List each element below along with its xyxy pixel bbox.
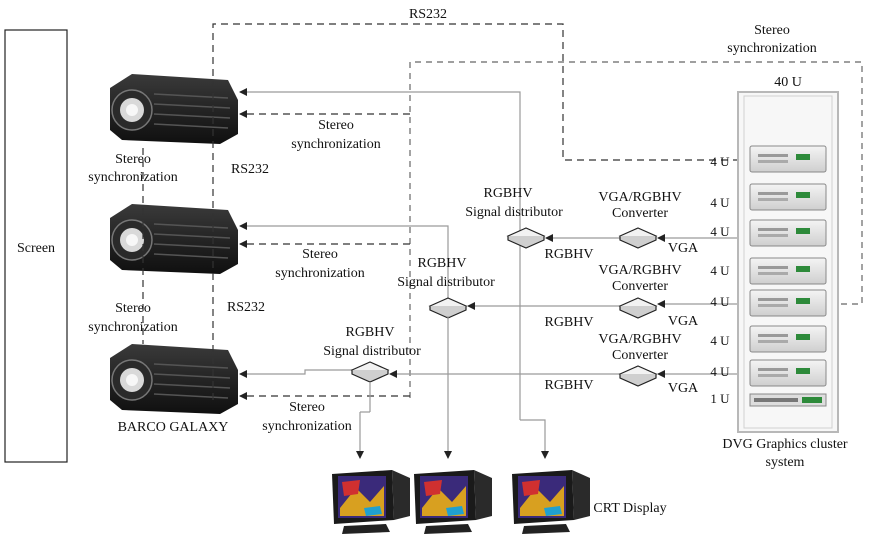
- stereo-right-1-b: synchronization: [291, 137, 380, 152]
- server-1: [749, 145, 827, 173]
- rs232-mid-2: RS232: [227, 300, 265, 315]
- proj-stereo-2-b: synchronization: [88, 320, 177, 335]
- rgbhv-distributor-1: [507, 227, 545, 249]
- distributor-1-b: Signal distributor: [465, 205, 563, 220]
- server-5: [749, 289, 827, 317]
- vga-label-3: VGA: [668, 381, 699, 396]
- server-3: [749, 219, 827, 247]
- server-7: [749, 359, 827, 387]
- rs232-top-label: RS232: [409, 7, 447, 22]
- rack-unit-8: 1 U: [710, 391, 730, 406]
- server-4: [749, 257, 827, 285]
- converter-2-b: Converter: [612, 279, 668, 294]
- distributor-2-b: Signal distributor: [397, 275, 495, 290]
- rack-unit-2: 4 U: [710, 195, 730, 210]
- distributor-2-a: RGBHV: [417, 256, 466, 271]
- crt-monitor-1: [332, 470, 410, 534]
- rack-unit-5: 4 U: [710, 294, 730, 309]
- vga-label-2: VGA: [668, 314, 699, 329]
- rack-caption-2: system: [766, 455, 805, 470]
- converter-1-a: VGA/RGBHV: [598, 190, 681, 205]
- converter-3-b: Converter: [612, 348, 668, 363]
- proj-stereo-1-b: synchronization: [88, 170, 177, 185]
- projector-3: [109, 343, 239, 415]
- converter-1-b: Converter: [612, 206, 668, 221]
- rgb-line-1: [239, 88, 521, 420]
- screen-label: Screen: [17, 241, 55, 256]
- crt-monitor-2: [414, 470, 492, 534]
- screen-panel: [4, 29, 68, 463]
- rgbhv-label-3: RGBHV: [544, 378, 593, 393]
- projector-2: [109, 203, 239, 275]
- projector-1: [109, 73, 239, 145]
- converter-3: [619, 365, 657, 387]
- distributor-3-b: Signal distributor: [323, 344, 421, 359]
- distributor-1-a: RGBHV: [483, 186, 532, 201]
- rs232-line: [212, 23, 742, 400]
- server-6: [749, 325, 827, 353]
- proj-stereo-1-a: Stereo: [115, 152, 151, 167]
- rgbhv-distributor-3: [351, 361, 389, 383]
- crt-monitor-3: [512, 470, 590, 534]
- rack-top-label: 40 U: [774, 75, 802, 90]
- distributor-3-a: RGBHV: [345, 325, 394, 340]
- rgb-line-3: [239, 369, 370, 378]
- converter-1: [619, 227, 657, 249]
- rs232-mid-1: RS232: [231, 162, 269, 177]
- stereo-right-2-b: synchronization: [275, 266, 364, 281]
- rack-unit-6: 4 U: [710, 333, 730, 348]
- rack-unit-4: 4 U: [710, 263, 730, 278]
- rack-unit-3: 4 U: [710, 224, 730, 239]
- rgbhv-distributor-2: [429, 297, 467, 319]
- rgb-line-2: [239, 222, 449, 300]
- stereo-right-2-a: Stereo: [302, 247, 338, 262]
- stereo-right-3-b: synchronization: [262, 419, 351, 434]
- vga-label-1: VGA: [668, 241, 699, 256]
- converter-2: [619, 297, 657, 319]
- rack-caption-1: DVG Graphics cluster: [722, 437, 848, 452]
- converter-3-a: VGA/RGBHV: [598, 332, 681, 347]
- rack-unit-7: 4 U: [710, 364, 730, 379]
- stereo-right-1-a: Stereo: [318, 118, 354, 133]
- stereo-top-label-2: synchronization: [727, 41, 816, 56]
- rgbhv-label-1: RGBHV: [544, 247, 593, 262]
- rack-unit-1: 4 U: [710, 154, 730, 169]
- projector-name: BARCO GALAXY: [118, 420, 229, 435]
- server-2: [749, 183, 827, 211]
- crt-arrow-3: [520, 419, 549, 459]
- server-1u: [749, 393, 827, 407]
- crt-display-label: CRT Display: [593, 501, 666, 516]
- rgbhv-label-2: RGBHV: [544, 315, 593, 330]
- converter-2-a: VGA/RGBHV: [598, 263, 681, 278]
- proj-stereo-2-a: Stereo: [115, 301, 151, 316]
- stereo-right-3-a: Stereo: [289, 400, 325, 415]
- stereo-top-label-1: Stereo: [754, 23, 790, 38]
